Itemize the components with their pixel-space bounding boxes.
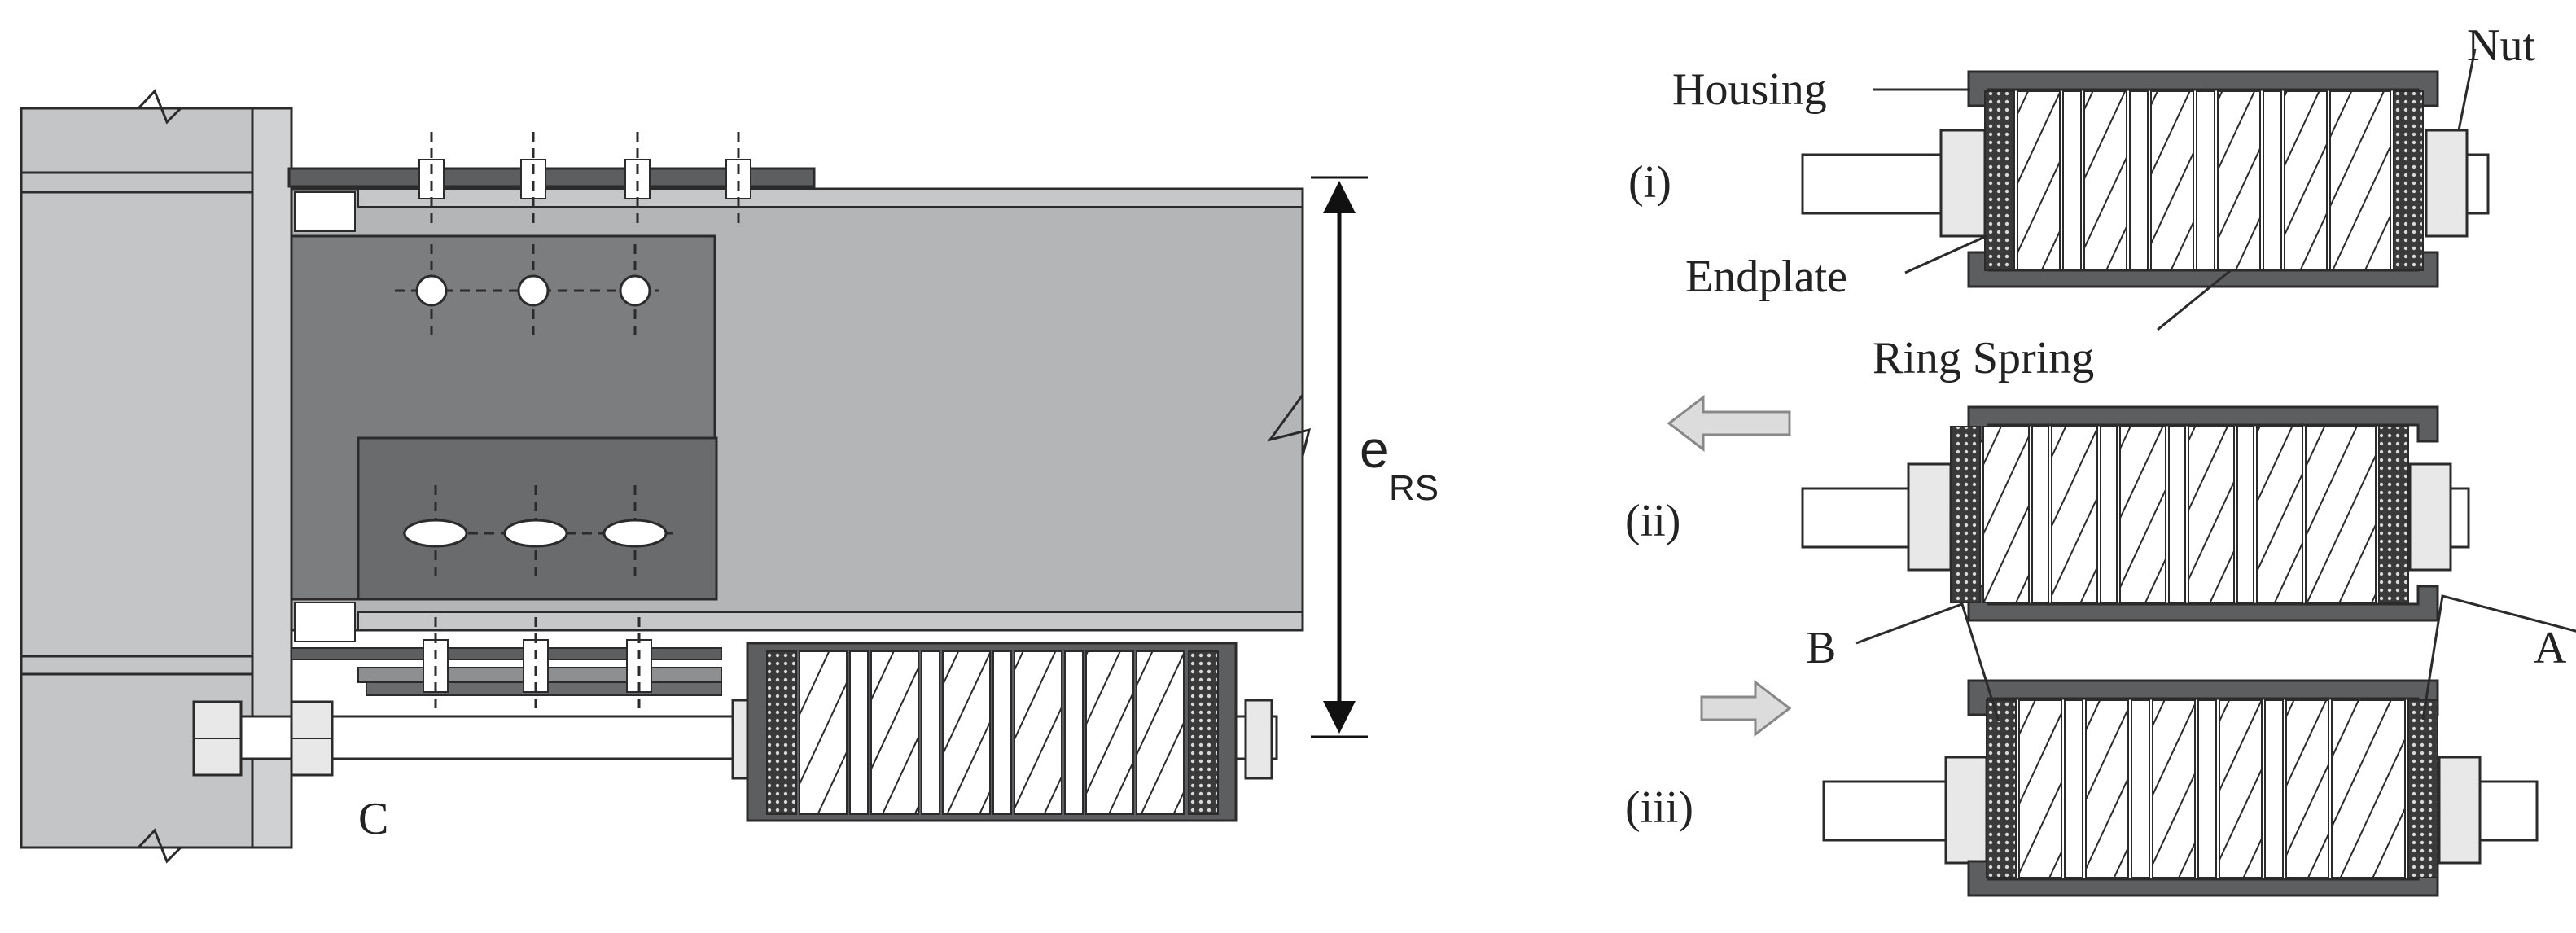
dimension-line [1311, 176, 1368, 738]
label-state-i: (i) [1628, 157, 1671, 208]
label-point-a: A [2534, 623, 2567, 673]
top-flange-plate [287, 132, 816, 228]
label-nut: Nut [2467, 20, 2535, 71]
spring-state-ii [1801, 405, 2470, 622]
hollow-arrow-left-icon [1667, 394, 1791, 453]
label-housing: Housing [1672, 64, 1827, 115]
web-plate [290, 234, 718, 601]
hollow-arrow-right-icon [1700, 679, 1792, 738]
label-point-b: B [1806, 623, 1837, 673]
label-point-c: C [358, 794, 389, 844]
bottom-flange-plate [291, 617, 722, 708]
label-dimension-e-subscript: RS [1389, 468, 1439, 508]
label-ring-spring: Ring Spring [1873, 333, 2095, 383]
label-state-iii: (iii) [1625, 782, 1693, 833]
spring-state-iii [1822, 594, 2576, 897]
label-dimension-e: e [1360, 420, 1389, 479]
label-state-ii: (ii) [1625, 496, 1681, 546]
spring-state-i [1801, 48, 2490, 331]
label-endplate: Endplate [1685, 252, 1848, 302]
ring-spring-assembly [731, 642, 1273, 822]
